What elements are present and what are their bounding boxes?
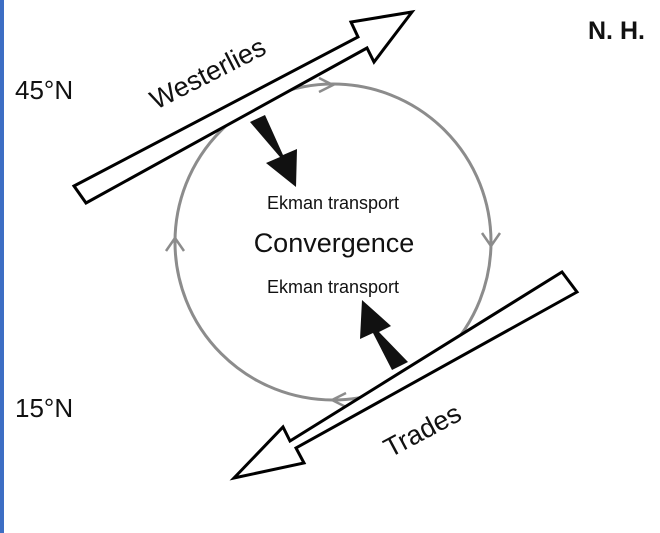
trades-label: Trades bbox=[379, 398, 466, 463]
latitude-label-45n: 45°N bbox=[15, 75, 73, 105]
ekman-label-bottom: Ekman transport bbox=[267, 277, 399, 297]
circulation-chevron-right bbox=[480, 232, 502, 249]
circulation-chevron-left bbox=[164, 235, 186, 252]
circulation-chevron-bottom bbox=[329, 391, 347, 409]
ekman-label-top: Ekman transport bbox=[267, 193, 399, 213]
westerlies-arrow bbox=[71, 9, 416, 205]
latitude-label-15n: 15°N bbox=[15, 393, 73, 423]
ekman-arrow-bottom bbox=[360, 300, 408, 370]
trades-arrow bbox=[229, 270, 580, 481]
hemisphere-label: N. H. bbox=[588, 17, 645, 45]
circulation-chevron-top bbox=[318, 76, 336, 94]
left-edge-bar bbox=[0, 0, 4, 533]
ekman-arrow-top bbox=[250, 115, 297, 187]
convergence-label: Convergence bbox=[254, 228, 415, 258]
